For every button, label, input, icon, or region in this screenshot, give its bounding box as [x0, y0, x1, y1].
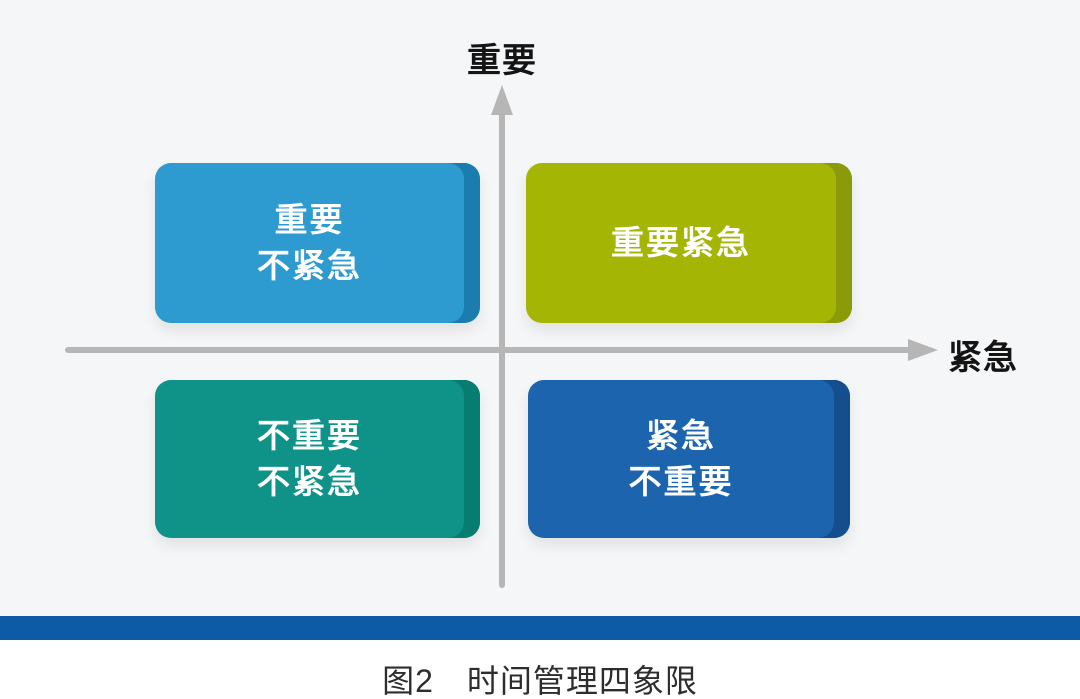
- quadrant-not-important-not-urgent: 不重要 不紧急: [155, 380, 480, 538]
- horizontal-axis-line: [65, 347, 913, 353]
- quadrant-label-line: 不重要: [257, 417, 362, 454]
- quadrant-label-line: 紧急: [646, 417, 716, 454]
- y-axis-label: 重要: [467, 42, 537, 80]
- quadrant-label-line: 不紧急: [257, 247, 362, 284]
- x-axis-label: 紧急: [948, 339, 1018, 377]
- quadrant-urgent-not-important: 紧急 不重要: [528, 380, 850, 538]
- quadrant-label-line: 重要紧急: [611, 224, 751, 261]
- divider-bar: [0, 616, 1080, 640]
- quadrant-label-line: 重要: [274, 201, 345, 238]
- right-arrow-icon: [908, 339, 938, 361]
- figure-caption: 图2 时间管理四象限: [382, 663, 698, 699]
- quadrant-label-line: 不紧急: [257, 463, 362, 500]
- up-arrow-icon: [491, 85, 513, 115]
- quadrant-important-urgent: 重要紧急: [526, 163, 852, 323]
- quadrant-label-line: 不重要: [628, 463, 734, 500]
- quadrant-important-not-urgent: 重要 不紧急: [155, 163, 480, 323]
- chart-background: 重要 紧急 重要 不紧急 重要紧急 不重要 不紧急 紧急 不重要: [65, 42, 1018, 588]
